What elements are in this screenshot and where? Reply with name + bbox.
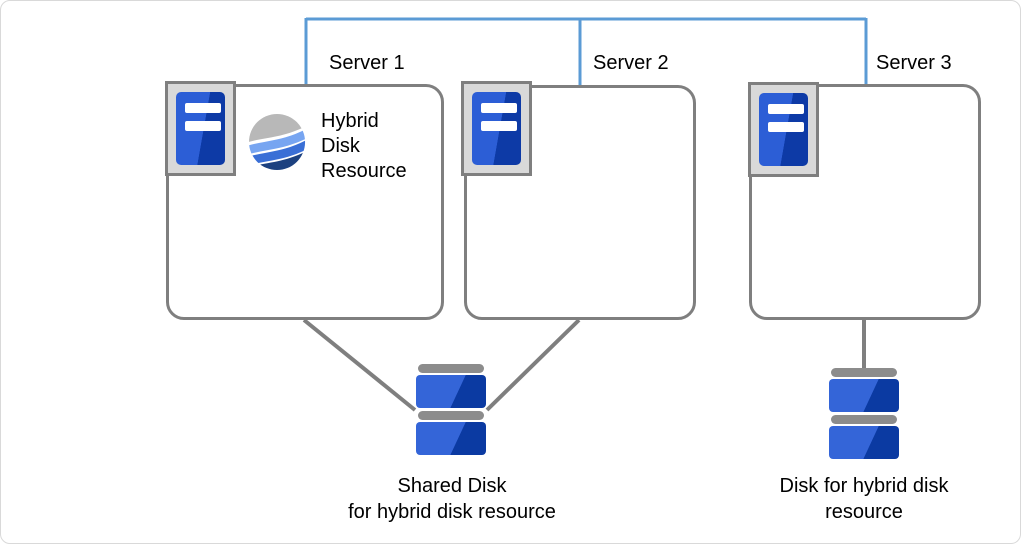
disk-link-server2	[485, 318, 581, 412]
hybrid-disk-caption: Disk for hybrid disk resource	[779, 475, 949, 523]
server-tower	[472, 92, 521, 165]
disk-platter	[416, 375, 486, 408]
hybrid-disk-resource-label: Hybrid Disk Resource	[321, 110, 407, 182]
server2-label: Server 2	[593, 52, 669, 74]
disk-cap	[831, 368, 897, 377]
server3-icon	[748, 82, 819, 177]
server-tower	[176, 92, 225, 165]
disk-platter	[829, 379, 899, 412]
server-slot-bar	[481, 103, 517, 113]
server-slot-bar	[185, 103, 221, 113]
server-slot-bar	[185, 121, 221, 131]
disk-cap	[831, 415, 897, 424]
disk-link-server1	[302, 318, 417, 412]
disk-platter	[416, 422, 486, 455]
disk-cap	[418, 411, 484, 420]
server-tower	[759, 93, 808, 166]
disk-platter	[829, 426, 899, 459]
shared-disk-caption: Shared Disk for hybrid disk resource	[348, 475, 556, 523]
server2-icon	[461, 81, 532, 176]
hybrid-disk-icon	[829, 368, 899, 462]
server1-icon	[165, 81, 236, 176]
server3-label: Server 3	[876, 52, 952, 74]
disk-cap	[418, 364, 484, 373]
server-slot-bar	[768, 104, 804, 114]
server1-box	[166, 84, 444, 320]
shared-disk-icon	[416, 364, 486, 458]
server1-label: Server 1	[329, 52, 405, 74]
server-slot-bar	[481, 121, 517, 131]
server-slot-bar	[768, 122, 804, 132]
hybrid-disk-resource-icon	[249, 113, 306, 171]
